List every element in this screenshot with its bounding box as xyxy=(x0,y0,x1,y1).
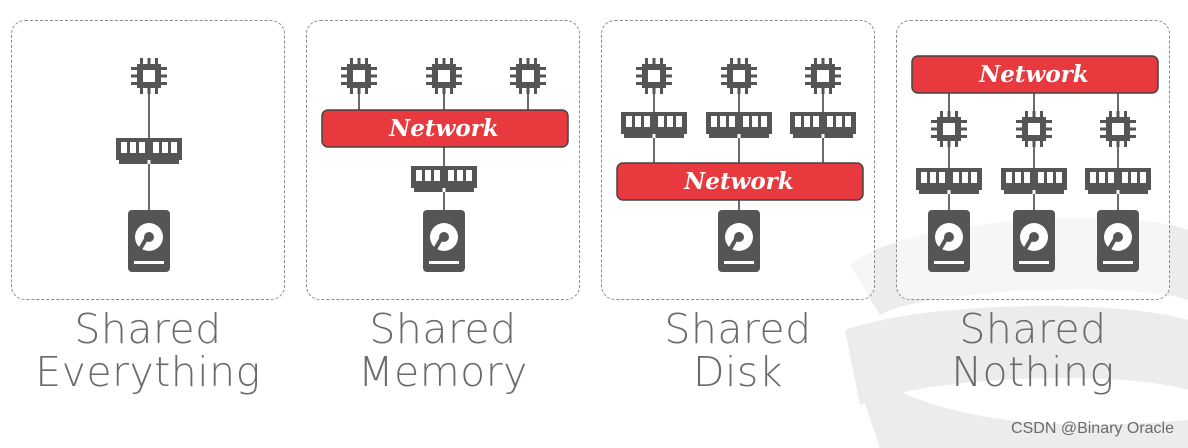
caption-line2: Nothing xyxy=(951,348,1115,396)
cpu-icon xyxy=(931,111,967,147)
memory-icon xyxy=(621,112,687,138)
caption-line2: Memory xyxy=(358,348,528,396)
memory-icon xyxy=(1001,168,1067,194)
memory-icon xyxy=(116,138,182,164)
memory-icon xyxy=(790,112,856,138)
caption-line1: Shared xyxy=(369,305,517,353)
caption-line2: Disk xyxy=(692,348,784,396)
caption-line1: Shared xyxy=(74,305,222,353)
cpu-icon xyxy=(636,58,672,94)
memory-icon xyxy=(1085,168,1151,194)
shared-memory-diagram: Network xyxy=(321,58,569,272)
cpu-icon xyxy=(721,58,757,94)
shared-everything-diagram xyxy=(116,58,182,272)
disk-icon xyxy=(1097,210,1139,272)
caption-shared-memory: Shared Memory xyxy=(296,308,590,394)
disk-icon xyxy=(423,210,465,272)
memory-icon xyxy=(916,168,982,194)
network-bar: Network xyxy=(616,162,864,201)
caption-line1: Shared xyxy=(664,305,812,353)
cpu-icon xyxy=(131,58,167,94)
disk-icon xyxy=(1013,210,1055,272)
cpu-icon xyxy=(1016,111,1052,147)
cpu-icon xyxy=(805,58,841,94)
caption-shared-everything: Shared Everything xyxy=(1,308,295,394)
shared-disk-diagram: Network xyxy=(616,58,864,272)
disk-icon xyxy=(928,210,970,272)
network-bar: Network xyxy=(911,55,1159,94)
caption-line2: Everything xyxy=(35,348,261,396)
network-label: Network xyxy=(388,115,498,142)
caption-shared-disk: Shared Disk xyxy=(591,308,885,394)
panel-shared-nothing: Network xyxy=(896,20,1170,300)
memory-icon xyxy=(706,112,772,138)
cpu-icon xyxy=(1100,111,1136,147)
cpu-icon xyxy=(510,58,546,94)
network-label: Network xyxy=(683,168,793,195)
cpu-icon xyxy=(426,58,462,94)
panel-shared-everything xyxy=(11,20,285,300)
csdn-watermark: CSDN @Binary Oracle xyxy=(1011,420,1174,437)
memory-icon xyxy=(411,166,477,192)
caption-line1: Shared xyxy=(959,305,1107,353)
network-label: Network xyxy=(978,61,1088,88)
network-bar: Network xyxy=(321,109,569,148)
cpu-icon xyxy=(341,58,377,94)
panel-shared-memory: Network xyxy=(306,20,580,300)
caption-shared-nothing: Shared Nothing xyxy=(886,308,1180,394)
shared-nothing-diagram: Network xyxy=(911,55,1159,272)
disk-icon xyxy=(718,210,760,272)
disk-icon xyxy=(128,210,170,272)
panel-shared-disk: Network xyxy=(601,20,875,300)
